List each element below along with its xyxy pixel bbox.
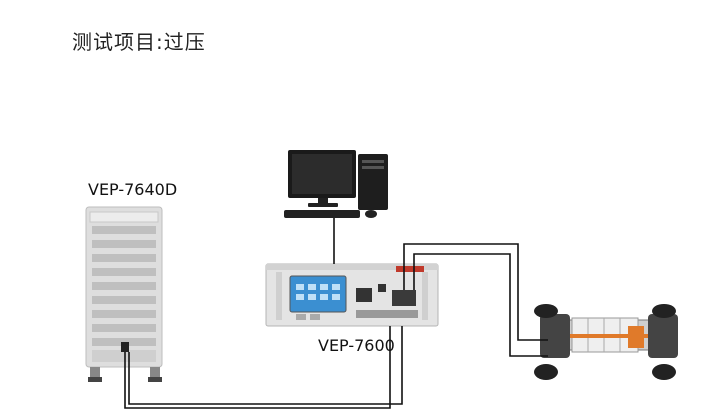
tester-label: VEP-7600 <box>318 336 395 355</box>
ev-chassis-icon <box>534 304 678 380</box>
wires <box>124 218 548 409</box>
cabinet-label: VEP-7640D <box>88 180 178 199</box>
page-title: 测试项目:过压 <box>72 30 206 54</box>
tester-icon <box>265 263 439 327</box>
cabinet-icon <box>85 206 163 382</box>
computer-icon <box>284 150 388 218</box>
